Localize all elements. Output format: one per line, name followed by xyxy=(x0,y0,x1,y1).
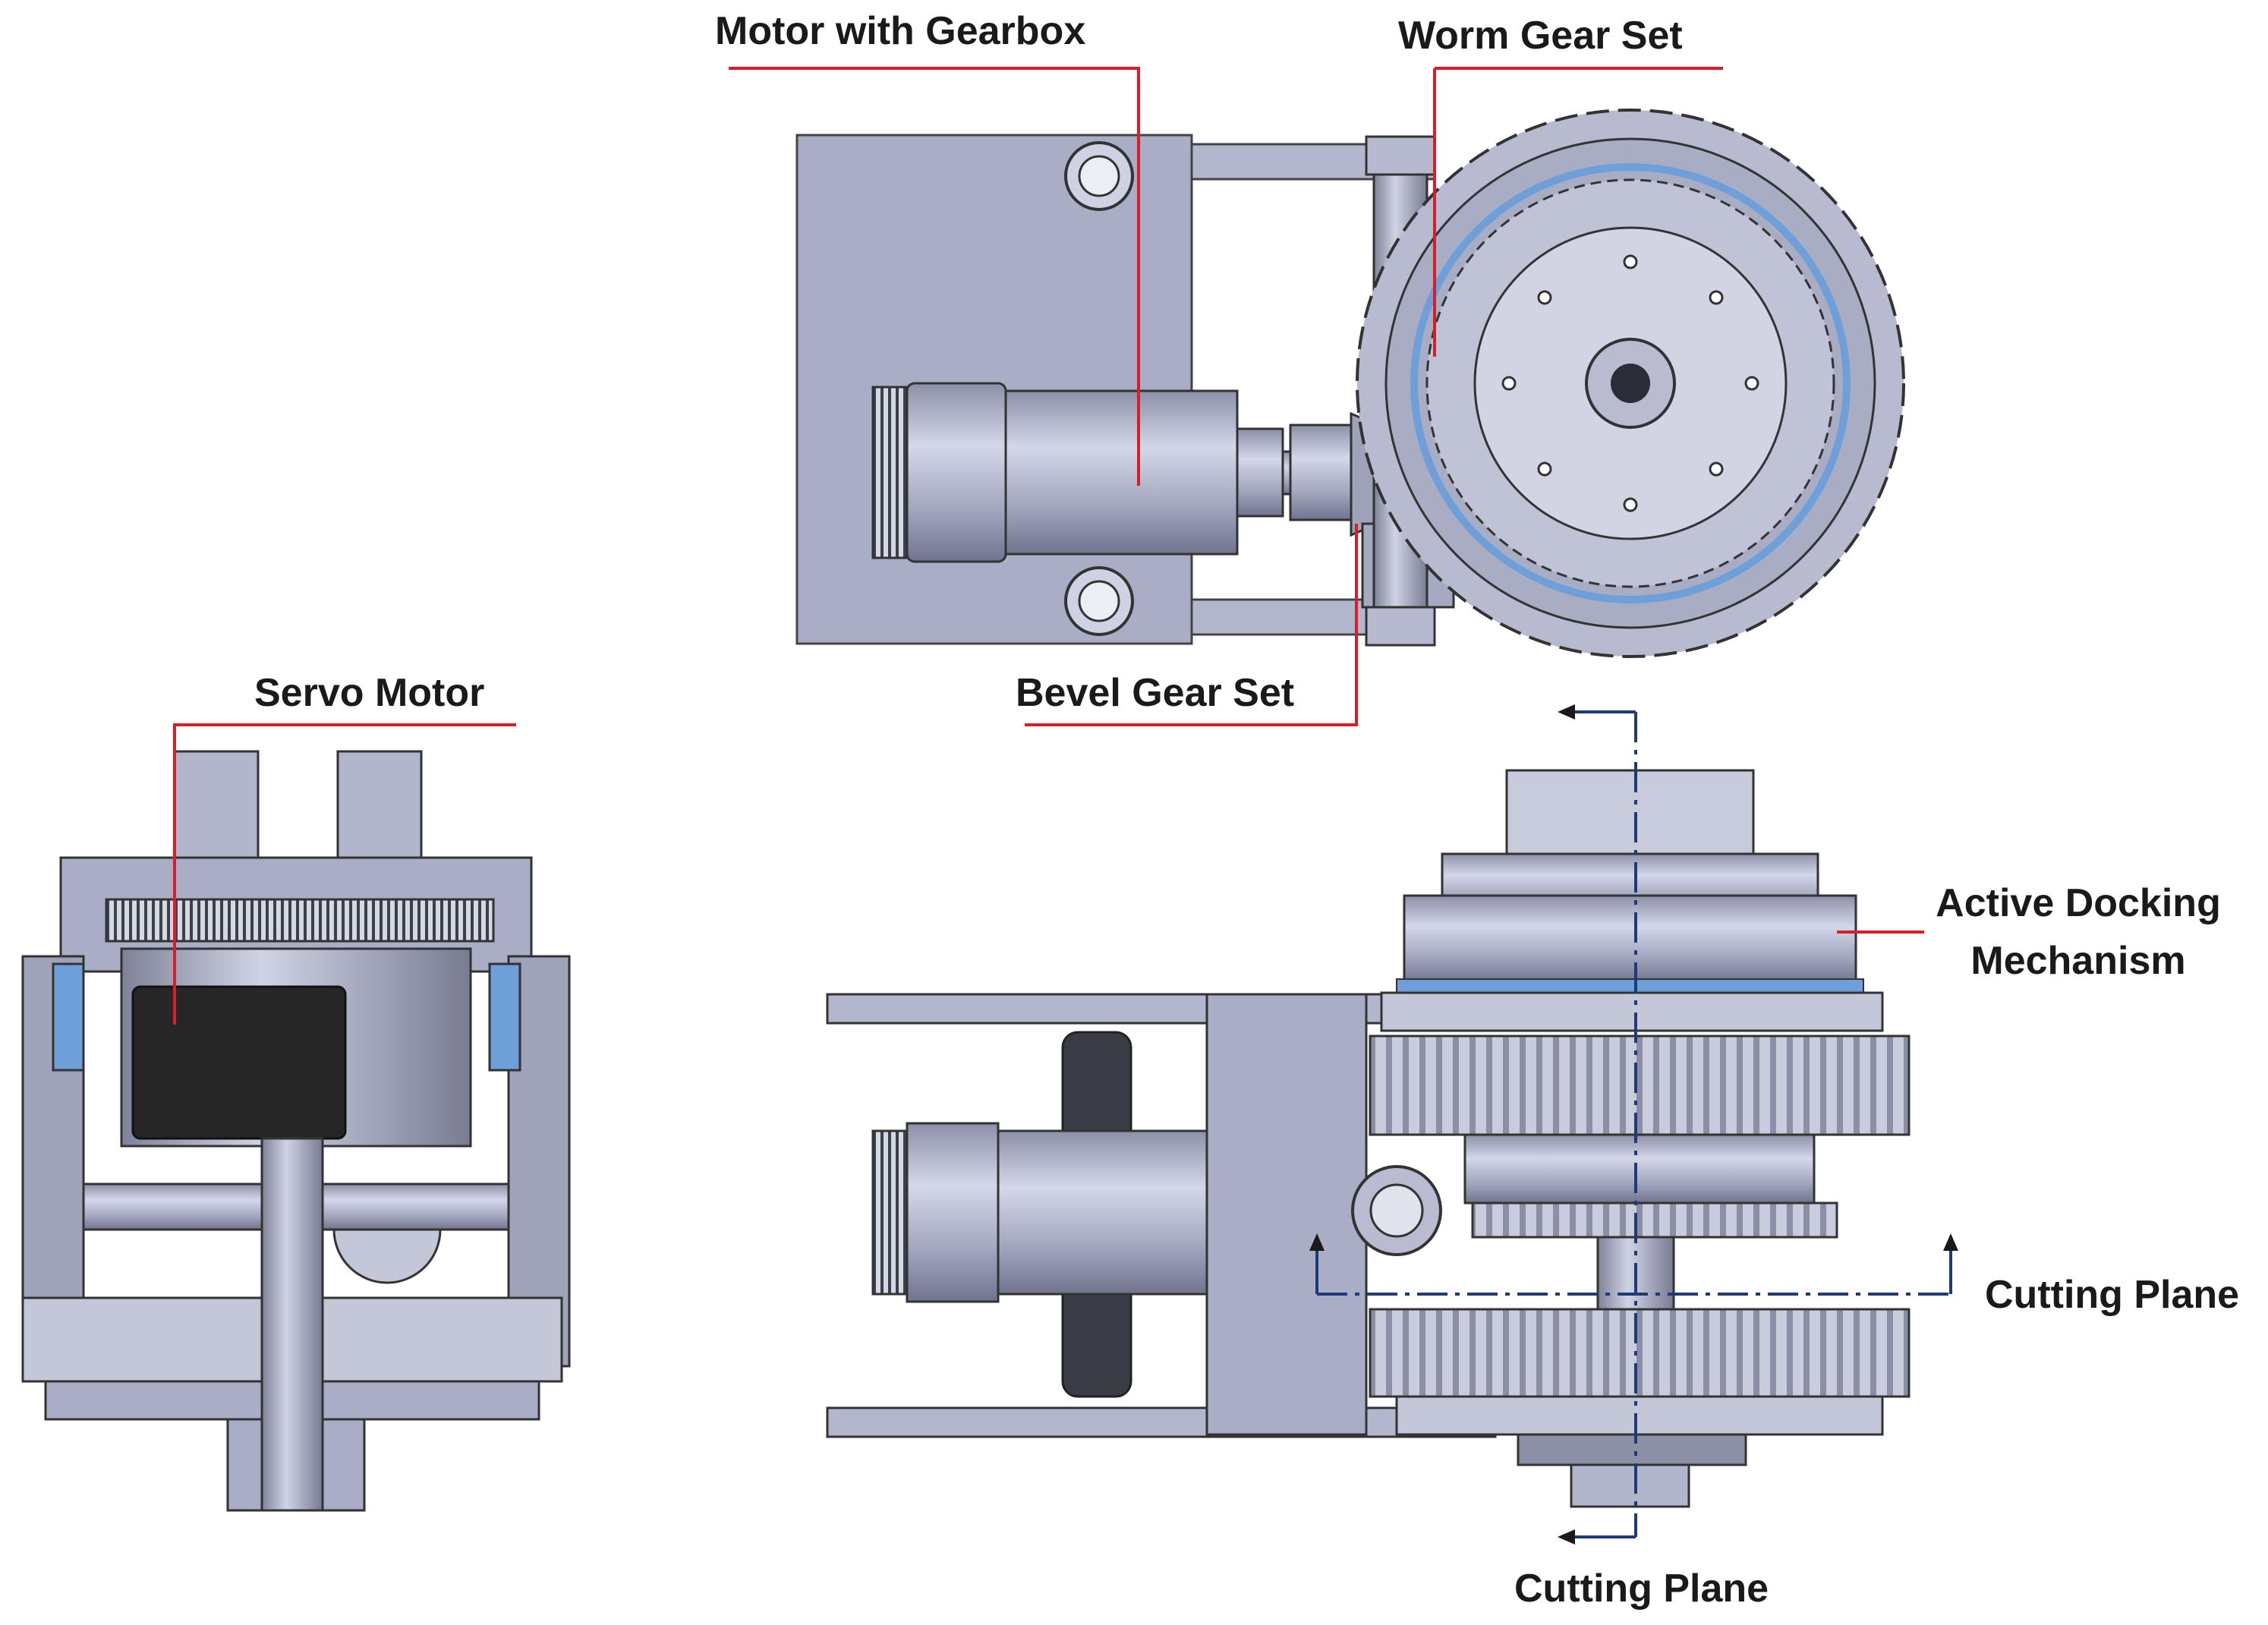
bottom-clamp xyxy=(1570,1463,1690,1508)
label-cutting-plane-right: Cutting Plane xyxy=(1985,1273,2239,1317)
docking-flange xyxy=(1380,991,1884,1032)
label-active-docking-line2: Mechanism xyxy=(1970,939,2185,983)
center-shaft xyxy=(260,1137,324,1512)
label-motor-with-gearbox: Motor with Gearbox xyxy=(715,9,1085,53)
label-servo-motor: Servo Motor xyxy=(254,671,484,715)
label-active-docking-line1: Active Docking xyxy=(1936,881,2221,925)
side-motor xyxy=(871,1122,1208,1303)
cutting-plane-vertical xyxy=(1558,704,1637,1545)
label-bevel-gear-set: Bevel Gear Set xyxy=(1016,671,1294,715)
leader-bevel-gear-set xyxy=(1025,524,1358,726)
cutting-plane-horizontal xyxy=(1309,1233,1958,1296)
worm-wheel xyxy=(1356,109,1905,658)
comb-strip xyxy=(105,898,495,943)
gear-hub xyxy=(1463,1133,1816,1205)
bottom-hub xyxy=(1517,1433,1747,1466)
top-view-assembly xyxy=(795,109,1905,658)
section-view-assembly xyxy=(21,750,571,1512)
motor-with-gearbox xyxy=(871,382,1322,563)
label-cutting-plane-bottom: Cutting Plane xyxy=(1514,1567,1769,1611)
lower-flange xyxy=(1395,1395,1884,1436)
label-worm-gear-set: Worm Gear Set xyxy=(1398,14,1683,58)
docking-ring xyxy=(1403,894,1857,984)
side-view-assembly xyxy=(826,769,1910,1508)
small-gear xyxy=(1471,1201,1838,1239)
servo-motor-body xyxy=(131,985,347,1140)
bearing-bottom xyxy=(1064,566,1134,636)
top-clamp-left xyxy=(173,750,260,859)
leader-servo-motor xyxy=(173,723,516,1025)
side-bearing xyxy=(1351,1165,1442,1256)
bearing-top xyxy=(1064,141,1134,211)
lower-spur-gear xyxy=(1369,1308,1910,1398)
bevel-gear-section xyxy=(332,1228,442,1284)
bearing-right xyxy=(488,962,521,1072)
docking-top-bracket xyxy=(1505,769,1755,855)
upper-spur-gear xyxy=(1369,1035,1910,1136)
side-plate xyxy=(1205,993,1368,1436)
top-clamp-right xyxy=(336,750,423,859)
rail-bottom xyxy=(826,1406,1497,1438)
leader-motor-with-gearbox xyxy=(729,67,1140,486)
bearing-left xyxy=(52,962,85,1072)
leader-worm-gear-set xyxy=(1433,67,1723,357)
